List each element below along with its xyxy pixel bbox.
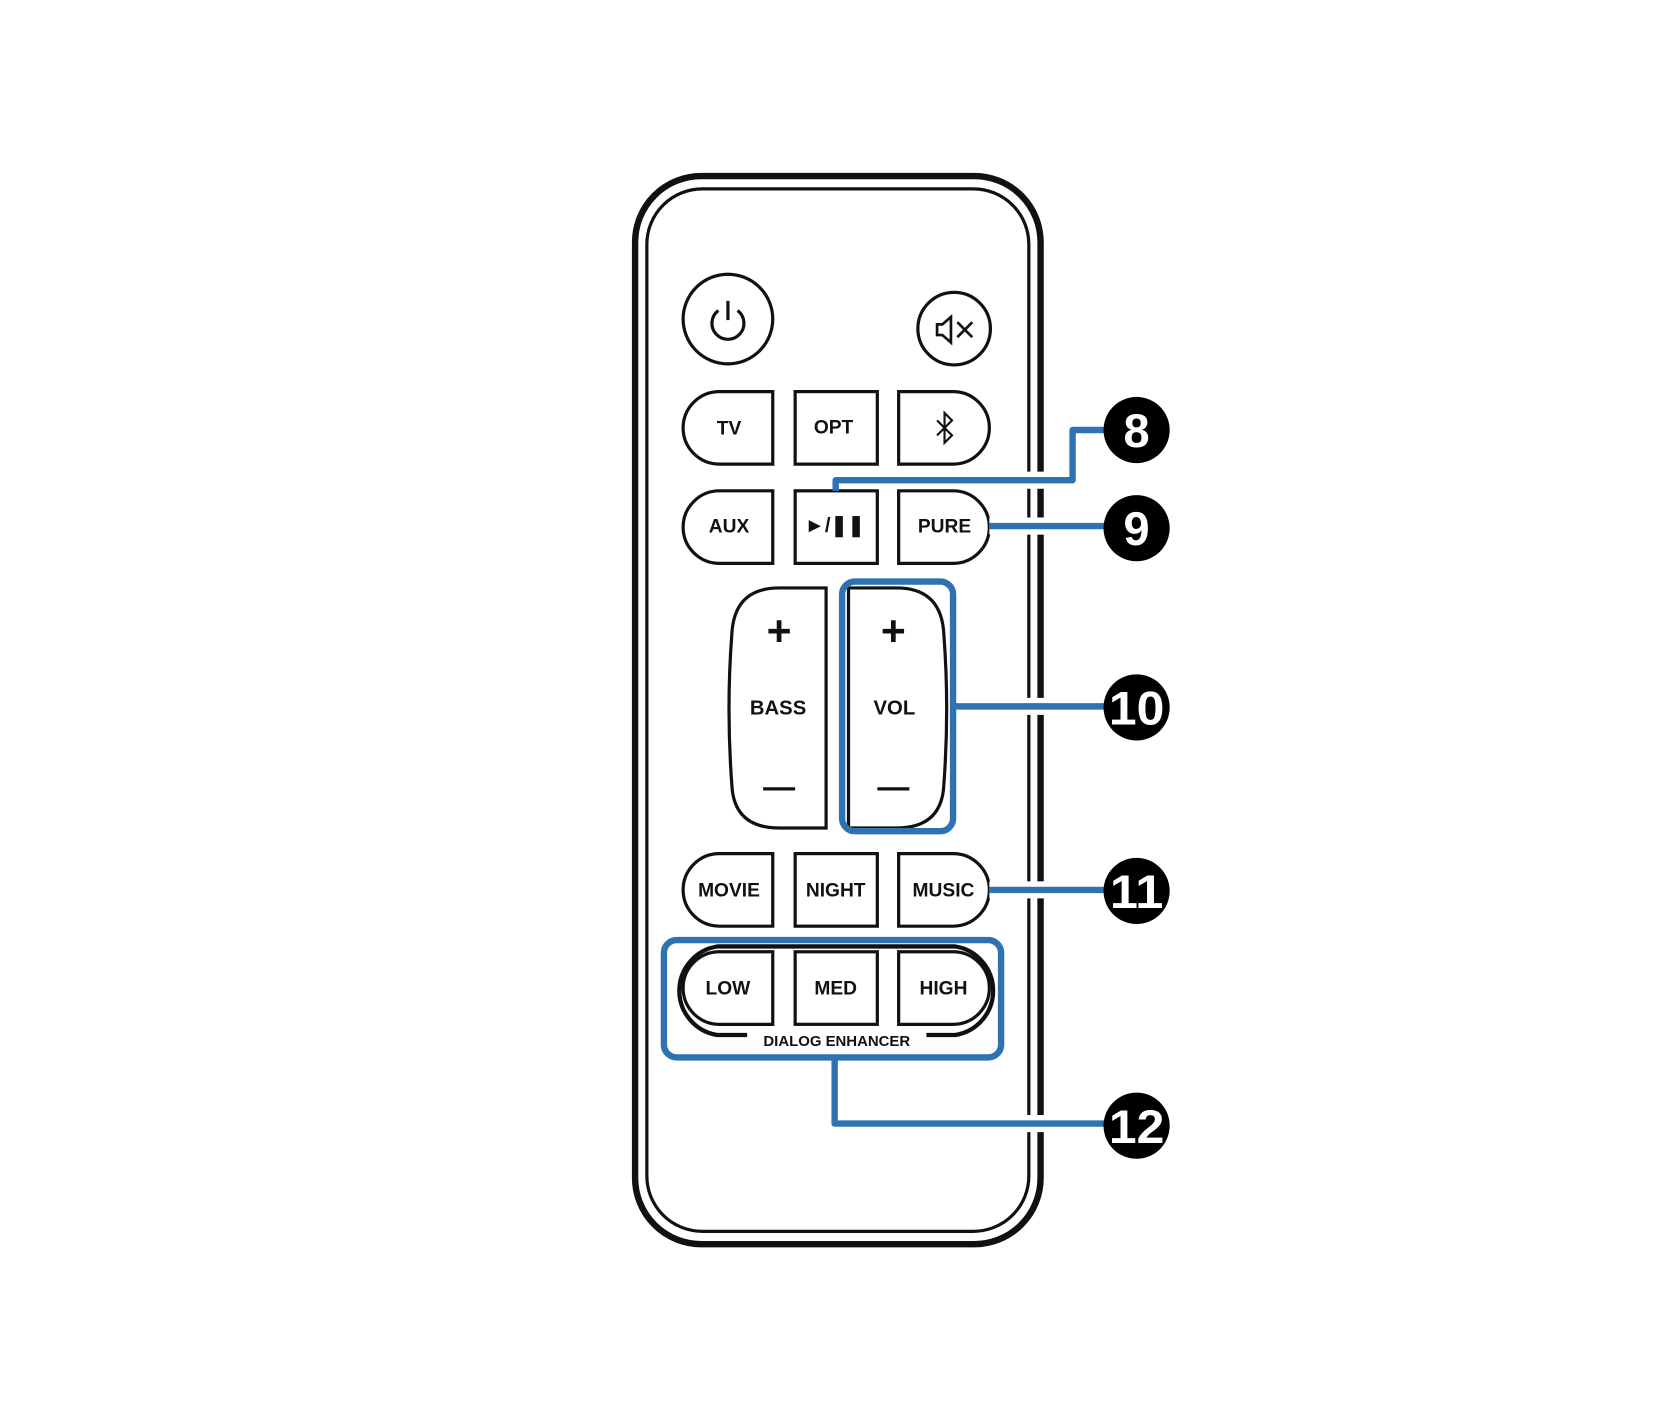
tv-label: TV <box>717 418 742 439</box>
power-button[interactable] <box>681 272 775 366</box>
bluetooth-icon <box>936 410 954 446</box>
vol-plus[interactable]: + <box>881 608 906 656</box>
svg-text:9: 9 <box>1124 503 1150 555</box>
svg-text:8: 8 <box>1124 405 1150 457</box>
vol-minus[interactable]: — <box>877 768 909 804</box>
power-icon <box>710 300 746 341</box>
music-button[interactable]: MUSIC <box>897 852 991 928</box>
aux-label: AUX <box>709 517 750 538</box>
vol-label: VOL <box>874 698 916 720</box>
pure-label: PURE <box>918 517 972 538</box>
aux-button[interactable]: AUX <box>681 489 775 565</box>
bass-plus[interactable]: + <box>767 608 792 656</box>
mute-button[interactable] <box>916 290 993 367</box>
mute-icon <box>935 313 974 346</box>
low-label: LOW <box>706 979 752 1000</box>
movie-label: MOVIE <box>698 880 760 901</box>
svg-text:10: 10 <box>1109 683 1164 735</box>
bass-minus[interactable]: — <box>763 768 795 804</box>
callout-badge-12: 12 <box>1103 1092 1170 1159</box>
med-label: MED <box>814 979 857 1000</box>
svg-text:12: 12 <box>1109 1101 1164 1153</box>
callout-badge-10: 10 <box>1103 674 1170 741</box>
callout-badge-9: 9 <box>1103 495 1170 562</box>
callout-badge-8: 8 <box>1103 396 1170 464</box>
med-button[interactable]: MED <box>793 950 879 1026</box>
callout-line-8 <box>832 426 1110 491</box>
dialog-enhancer-outline <box>677 944 996 1038</box>
movie-button[interactable]: MOVIE <box>681 852 775 928</box>
opt-label: OPT <box>814 417 854 438</box>
callout-badge-11: 11 <box>1103 857 1170 925</box>
low-button[interactable]: LOW <box>681 950 775 1026</box>
bluetooth-button[interactable] <box>897 389 991 466</box>
vol-rocker[interactable]: + VOL — <box>846 586 949 830</box>
svg-text:11: 11 <box>1110 866 1163 918</box>
bass-rocker[interactable]: + BASS — <box>727 586 828 830</box>
tv-button[interactable]: TV <box>681 389 775 466</box>
high-button[interactable]: HIGH <box>897 950 991 1026</box>
night-button[interactable]: NIGHT <box>793 852 879 928</box>
callout-line-12 <box>831 1057 1110 1127</box>
play-pause-label: ►/❚❚ <box>805 515 865 538</box>
music-label: MUSIC <box>913 880 975 901</box>
play-pause-button[interactable]: ►/❚❚ <box>793 489 879 565</box>
opt-button[interactable]: OPT <box>793 389 879 466</box>
dialog-enhancer-label: DIALOG ENHANCER <box>763 1033 910 1050</box>
high-label: HIGH <box>919 979 967 1000</box>
bass-label: BASS <box>750 698 806 720</box>
pure-button[interactable]: PURE <box>897 489 991 565</box>
night-label: NIGHT <box>806 880 866 901</box>
